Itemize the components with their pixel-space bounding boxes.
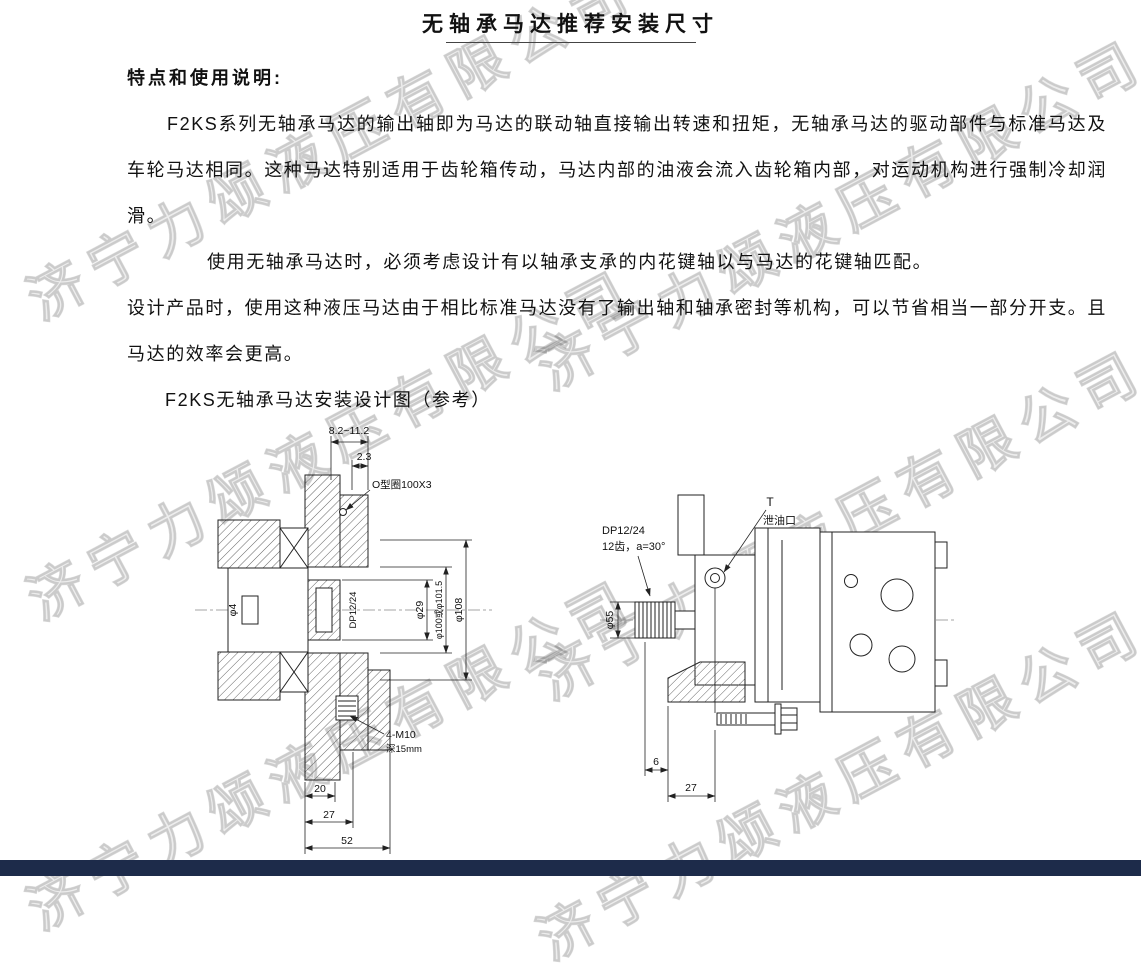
mount-flange-plate	[754, 527, 821, 703]
mounting-bolt	[335, 695, 359, 721]
stud-bolt	[716, 703, 798, 735]
left-figure-labels: 8.2~11.2 2.3 O型圈100X3 φ4 DP12/24 φ29 φ10…	[227, 425, 465, 847]
label-port-T: T	[766, 495, 774, 509]
label-spline: DP12/24	[348, 592, 359, 629]
dim-d55: φ55	[604, 611, 616, 630]
right-figure-geometry	[600, 494, 955, 735]
motor-body	[819, 531, 948, 713]
dim-52: 52	[341, 835, 353, 847]
bearing-lower	[279, 651, 309, 693]
label-spline: DP12/24	[602, 525, 645, 537]
dim-d29: φ29	[414, 601, 426, 620]
dim-d108: φ108	[453, 598, 465, 622]
dim-6: 6	[653, 756, 659, 768]
motor-flange-upper	[339, 494, 369, 568]
right-figure-dimension-lines	[610, 509, 767, 802]
label-drain-port: 泄油口	[763, 513, 796, 527]
drain-port	[704, 567, 726, 589]
spline-shaft	[227, 567, 309, 653]
spline-bore	[315, 587, 333, 633]
document-body: 特点和使用说明: F2KS系列无轴承马达的输出轴即为马达的联动轴直接输出转速和扭…	[127, 55, 1107, 423]
left-figure-dimension-lines	[304, 436, 472, 854]
hub-upper	[217, 519, 281, 569]
right-figure-motor-side-view: T 泄油口 DP12/24 12齿，a=30° φ55 6 27	[600, 494, 955, 802]
drain-port-inner	[710, 573, 720, 583]
dim-pilot: φ100或φ101.5	[433, 581, 444, 639]
label-spline-spec: 12齿，a=30°	[602, 540, 665, 553]
figure-caption: F2KS无轴承马达安装设计图（参考）	[165, 390, 491, 410]
motor-flange-step	[367, 669, 391, 751]
label-bolts: 4-M10	[386, 729, 416, 741]
label-o-ring: O型圈100X3	[372, 478, 432, 491]
right-figure-labels: T 泄油口 DP12/24 12齿，a=30° φ55 6 27	[602, 495, 796, 794]
page-title: 无轴承马达推荐安装尺寸	[422, 13, 719, 36]
paragraph-features: F2KS系列无轴承马达的输出轴即为马达的联动轴直接输出转速和扭矩，无轴承马达的驱…	[127, 114, 1107, 226]
clamp-wedge	[667, 661, 746, 703]
footer-color-bar	[0, 860, 1141, 876]
left-figure-installation-section: 8.2~11.2 2.3 O型圈100X3 φ4 DP12/24 φ29 φ10…	[195, 425, 492, 854]
section-heading: 特点和使用说明:	[127, 68, 283, 88]
left-figure-geometry	[195, 474, 492, 781]
gearbox-wall-upper	[304, 474, 341, 568]
bearing-upper	[279, 527, 309, 569]
dim-27: 27	[685, 782, 697, 794]
shaft-hole	[241, 595, 259, 625]
hub-lower	[217, 651, 281, 701]
dim-engagement-range: 8.2~11.2	[329, 425, 370, 437]
dim-gap: 2.3	[357, 451, 372, 463]
dim-shaft-hole: φ4	[227, 604, 239, 617]
gearbox-wall-lower	[304, 652, 341, 781]
paragraph-spline-note: 使用无轴承马达时，必须考虑设计有以轴承支承的内花键轴以与马达的花键轴匹配。	[207, 252, 933, 272]
dim-20: 20	[314, 783, 326, 795]
title-underline	[445, 42, 696, 43]
label-bolt-depth: 深15mm	[386, 744, 422, 755]
o-ring	[339, 508, 347, 516]
output-spline-shaft	[634, 601, 696, 639]
dim-27: 27	[323, 809, 335, 821]
drain-port-block	[677, 494, 705, 556]
paragraph-cost-note: 设计产品时，使用这种液压马达由于相比标准马达没有了输出轴和轴承密封等机构，可以节…	[127, 298, 1107, 364]
